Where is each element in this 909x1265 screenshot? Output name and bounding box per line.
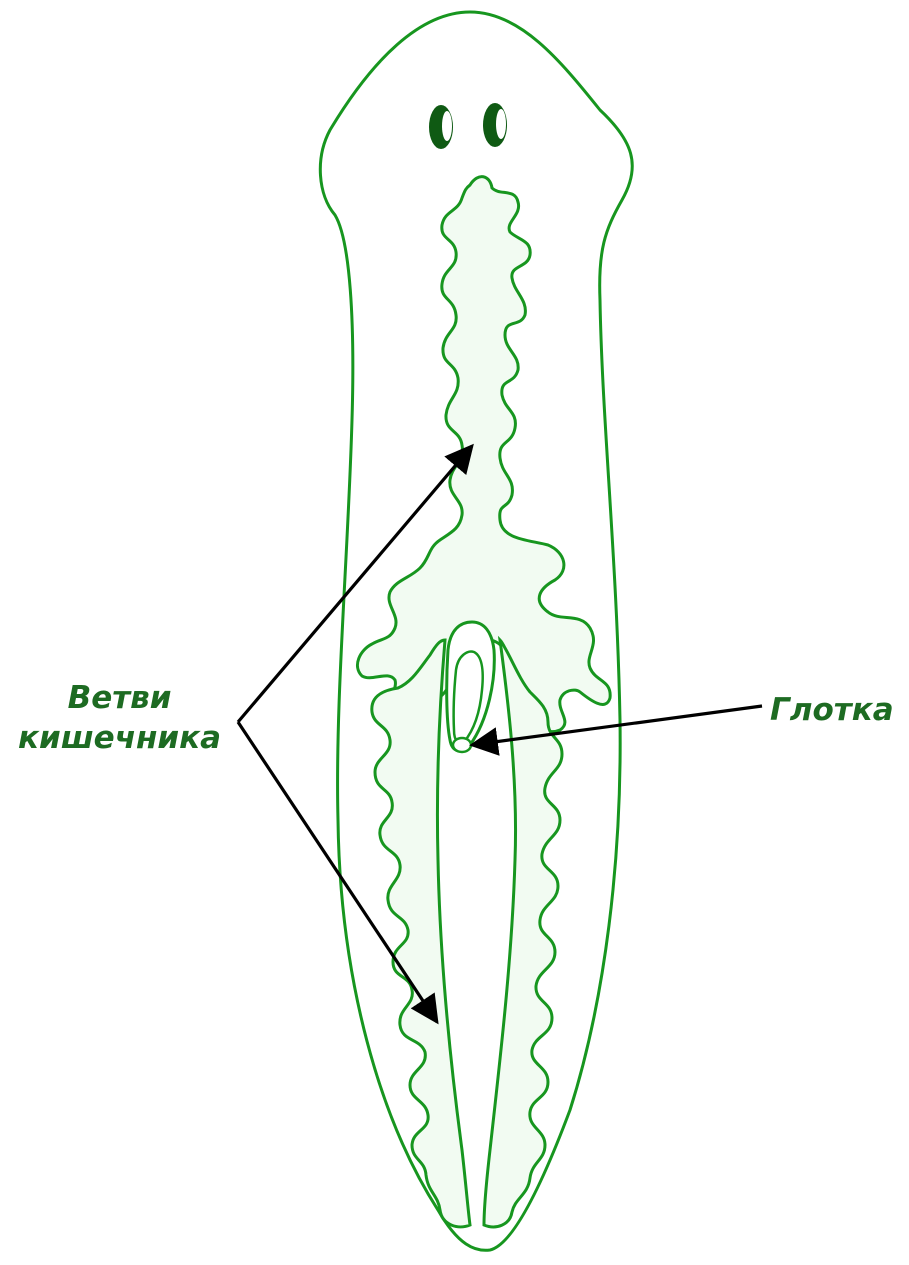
- left-eye-highlight: [442, 111, 452, 141]
- intestine-branches-label-line1: Ветви: [18, 678, 221, 718]
- intestine-branches-label: Ветви кишечника: [18, 678, 221, 758]
- pharynx-label: Глотка: [770, 690, 894, 730]
- intestine-branches-label-line2: кишечника: [18, 718, 221, 758]
- right-eye-highlight: [496, 109, 506, 139]
- pharynx-mouth: [453, 738, 471, 752]
